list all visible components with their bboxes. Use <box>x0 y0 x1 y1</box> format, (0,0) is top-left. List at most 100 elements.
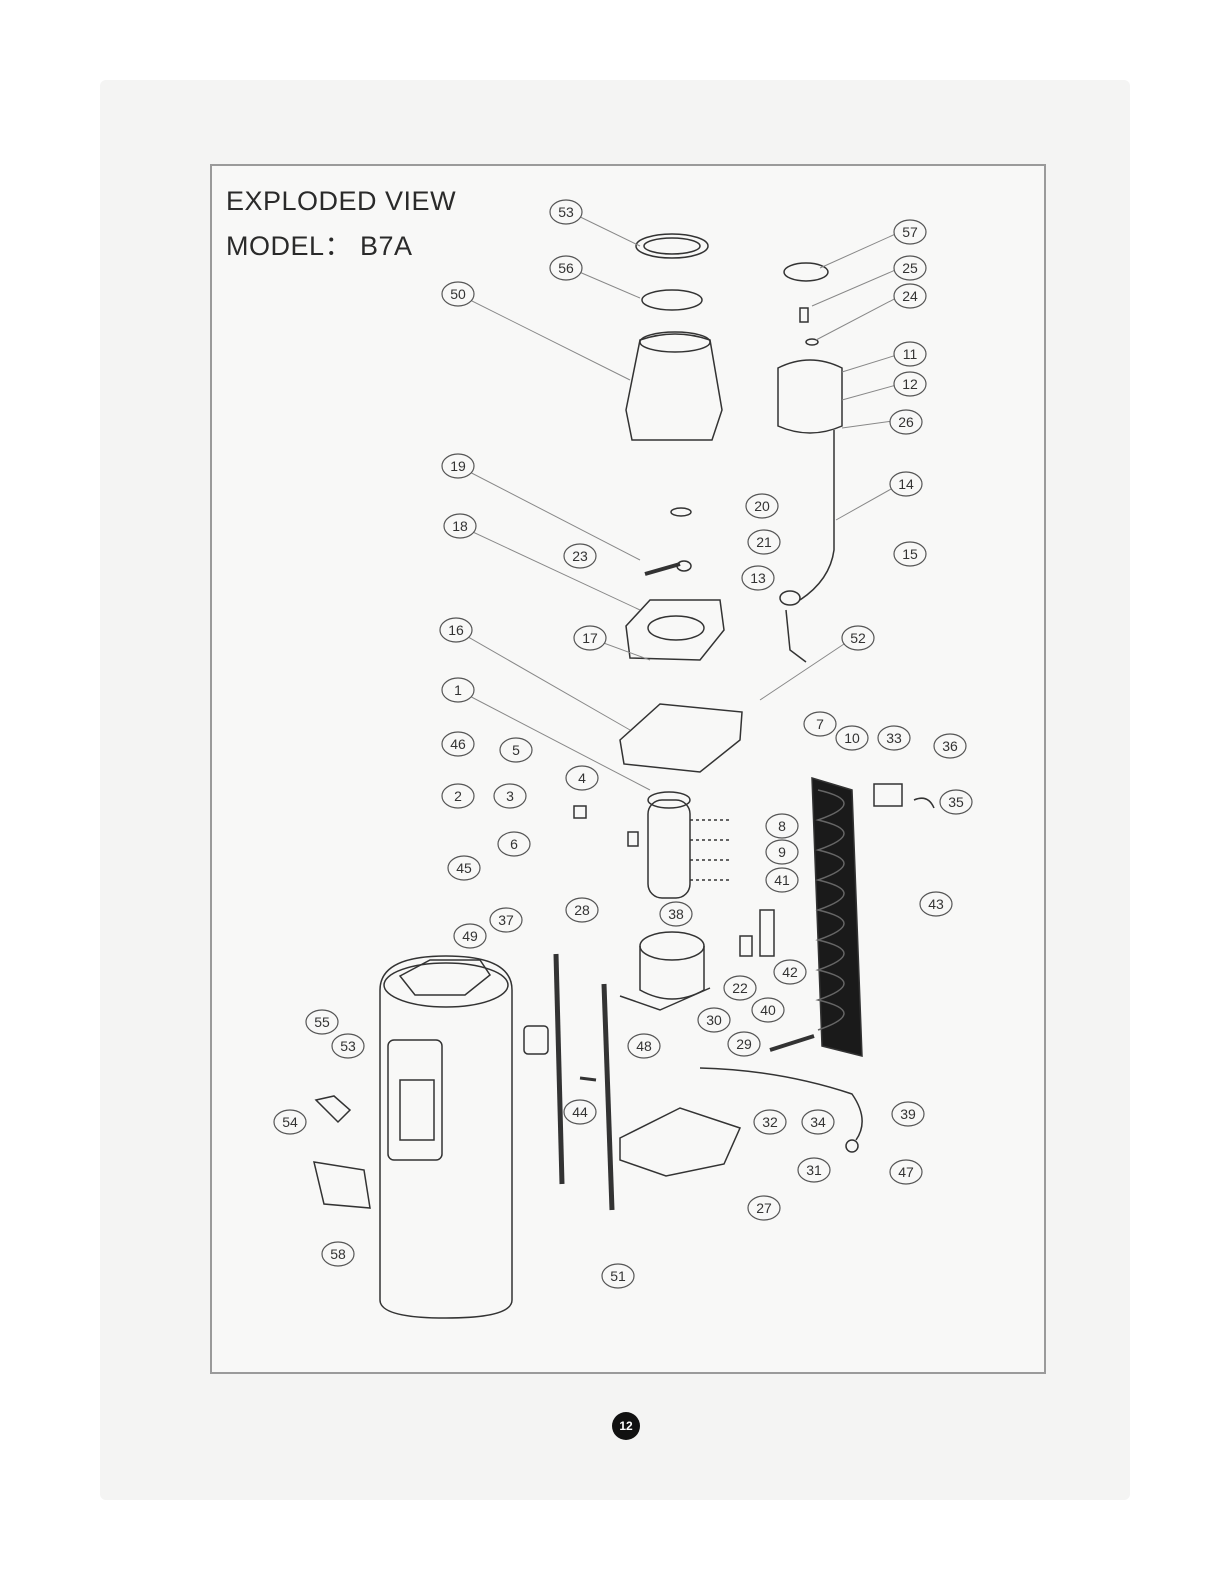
callout-27: 27 <box>748 1196 780 1220</box>
callout-number: 19 <box>450 458 466 474</box>
callout-number: 9 <box>778 844 786 860</box>
thermostat-part <box>574 806 586 818</box>
callout-52: 52 <box>842 626 874 650</box>
callout-number: 4 <box>578 770 586 786</box>
callout-number: 50 <box>450 286 466 302</box>
drip-tray-part <box>314 1162 370 1208</box>
bracket-plate-part <box>620 704 742 772</box>
callout-number: 41 <box>774 872 790 888</box>
callout-38: 38 <box>660 902 692 926</box>
o-ring-part <box>671 508 691 516</box>
callout-23: 23 <box>564 544 596 568</box>
callout-31: 31 <box>798 1158 830 1182</box>
callout-15: 15 <box>894 542 926 566</box>
callout-number: 32 <box>762 1114 778 1130</box>
callout-number: 34 <box>810 1114 826 1130</box>
callout-number: 25 <box>902 260 918 276</box>
callout-number: 27 <box>756 1200 772 1216</box>
callout-30: 30 <box>698 1008 730 1032</box>
callout-number: 14 <box>898 476 914 492</box>
callout-3: 3 <box>494 784 526 808</box>
callout-42: 42 <box>774 960 806 984</box>
dryer-part <box>770 1036 814 1050</box>
callout-number: 1 <box>454 682 462 698</box>
callout-number: 2 <box>454 788 462 804</box>
callout-34: 34 <box>802 1110 834 1134</box>
callout-number: 39 <box>900 1106 916 1122</box>
callout-number: 36 <box>942 738 958 754</box>
callout-number: 49 <box>462 928 478 944</box>
callout-35: 35 <box>940 790 972 814</box>
overload-part <box>760 910 774 956</box>
base-plate-part <box>620 1108 740 1176</box>
callout-number: 43 <box>928 896 944 912</box>
pcb-part <box>874 784 902 806</box>
callout-4: 4 <box>566 766 598 790</box>
callout-25: 25 <box>894 256 926 280</box>
callout-number: 17 <box>582 630 598 646</box>
callout-number: 13 <box>750 570 766 586</box>
callout-number: 21 <box>756 534 772 550</box>
callout-36: 36 <box>934 734 966 758</box>
cabinet-top <box>384 963 508 1007</box>
compressor-part <box>640 946 704 999</box>
callout-41: 41 <box>766 868 798 892</box>
callout-2: 2 <box>442 784 474 808</box>
callout-46: 46 <box>442 732 474 756</box>
callout-28: 28 <box>566 898 598 922</box>
callout-number: 47 <box>898 1164 914 1180</box>
callout-9: 9 <box>766 840 798 864</box>
callout-12: 12 <box>894 372 926 396</box>
callout-number: 20 <box>754 498 770 514</box>
baffle-part <box>626 600 724 660</box>
callout-number: 30 <box>706 1012 722 1028</box>
page-number-badge: 12 <box>612 1412 640 1440</box>
lid-ring-inner <box>644 238 700 254</box>
callout-5: 5 <box>500 738 532 762</box>
reservoir-housing-part <box>626 334 722 440</box>
heater-coils <box>690 820 730 880</box>
callout-number: 38 <box>668 906 684 922</box>
callout-16: 16 <box>440 618 472 642</box>
callout-11: 11 <box>894 342 926 366</box>
callout-number: 31 <box>806 1162 822 1178</box>
parts-drawing <box>314 212 934 1318</box>
callout-number: 29 <box>736 1036 752 1052</box>
callout-number: 57 <box>902 224 918 240</box>
callout-33: 33 <box>878 726 910 750</box>
callout-number: 12 <box>902 376 918 392</box>
callout-number: 24 <box>902 288 918 304</box>
callout-14: 14 <box>890 472 922 496</box>
recess-window <box>400 1080 434 1140</box>
callout-29: 29 <box>728 1032 760 1056</box>
clamp-part <box>780 591 800 605</box>
valve-stem-part <box>645 564 680 574</box>
callout-number: 52 <box>850 630 866 646</box>
hot-pipe-part <box>800 430 834 600</box>
callout-18: 18 <box>444 514 476 538</box>
callout-54: 54 <box>274 1110 306 1134</box>
callout-40: 40 <box>752 998 784 1022</box>
callout-53: 53 <box>550 200 582 224</box>
callout-number: 45 <box>456 860 472 876</box>
callout-number: 23 <box>572 548 588 564</box>
callout-1: 1 <box>442 678 474 702</box>
callout-48: 48 <box>628 1034 660 1058</box>
callout-number: 42 <box>782 964 798 980</box>
callout-51: 51 <box>602 1264 634 1288</box>
callout-21: 21 <box>748 530 780 554</box>
callout-6: 6 <box>498 832 530 856</box>
callout-number: 7 <box>816 716 824 732</box>
callout-number: 6 <box>510 836 518 852</box>
reservoir-top <box>640 332 710 352</box>
callout-number: 8 <box>778 818 786 834</box>
callout-number: 58 <box>330 1246 346 1262</box>
callout-number: 5 <box>512 742 520 758</box>
plug-part <box>846 1140 858 1152</box>
screw-part <box>580 1078 596 1080</box>
callout-19: 19 <box>442 454 474 478</box>
callout-13: 13 <box>742 566 774 590</box>
callout-number: 18 <box>452 518 468 534</box>
